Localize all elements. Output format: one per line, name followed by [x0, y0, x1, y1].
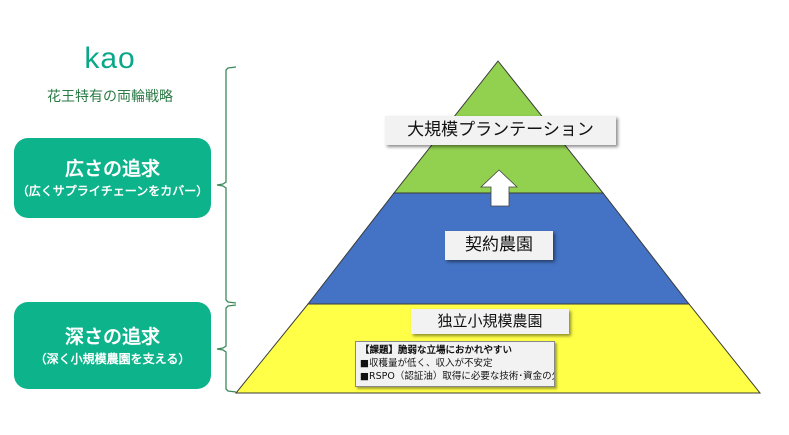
depth-title: 深さの追求: [64, 325, 160, 348]
breadth-title: 広さの追求: [64, 158, 160, 180]
tier-label-smallholder: 独立小規模農園: [411, 309, 569, 334]
issue-item: ■RSPO（認証油）取得に必要な技術･資金の欠如: [360, 371, 555, 382]
strategy-subtitle: 花王特有の両輪戦略: [47, 89, 173, 105]
depth-strategy-box: 深さの追求 （深く小規模農園を支える）: [14, 302, 211, 389]
depth-subtitle: （深く小規模農園を支える）: [34, 351, 191, 366]
breadth-strategy-box: 広さの追求 （広くサプライチェーンをカバー）: [14, 138, 211, 218]
breadth-subtitle: （広くサプライチェーンをカバー）: [16, 184, 209, 198]
depth-bracket: [216, 304, 237, 393]
tier-label-plantation: 大規模プランテーション: [385, 116, 616, 145]
kao-logo: kao: [84, 42, 136, 75]
issues-box: 【課題】脆弱な立場におかれやすい ■収穫量が低く、収入が不安定 ■RSPO（認証…: [355, 341, 555, 387]
tier-label-contract: 契約農園: [445, 231, 553, 260]
issue-item: ■収穫量が低く、収入が不安定: [360, 358, 493, 369]
breadth-bracket: [216, 66, 237, 304]
up-arrow-icon: [479, 169, 519, 207]
issues-title: 【課題】脆弱な立場におかれやすい: [360, 345, 513, 356]
